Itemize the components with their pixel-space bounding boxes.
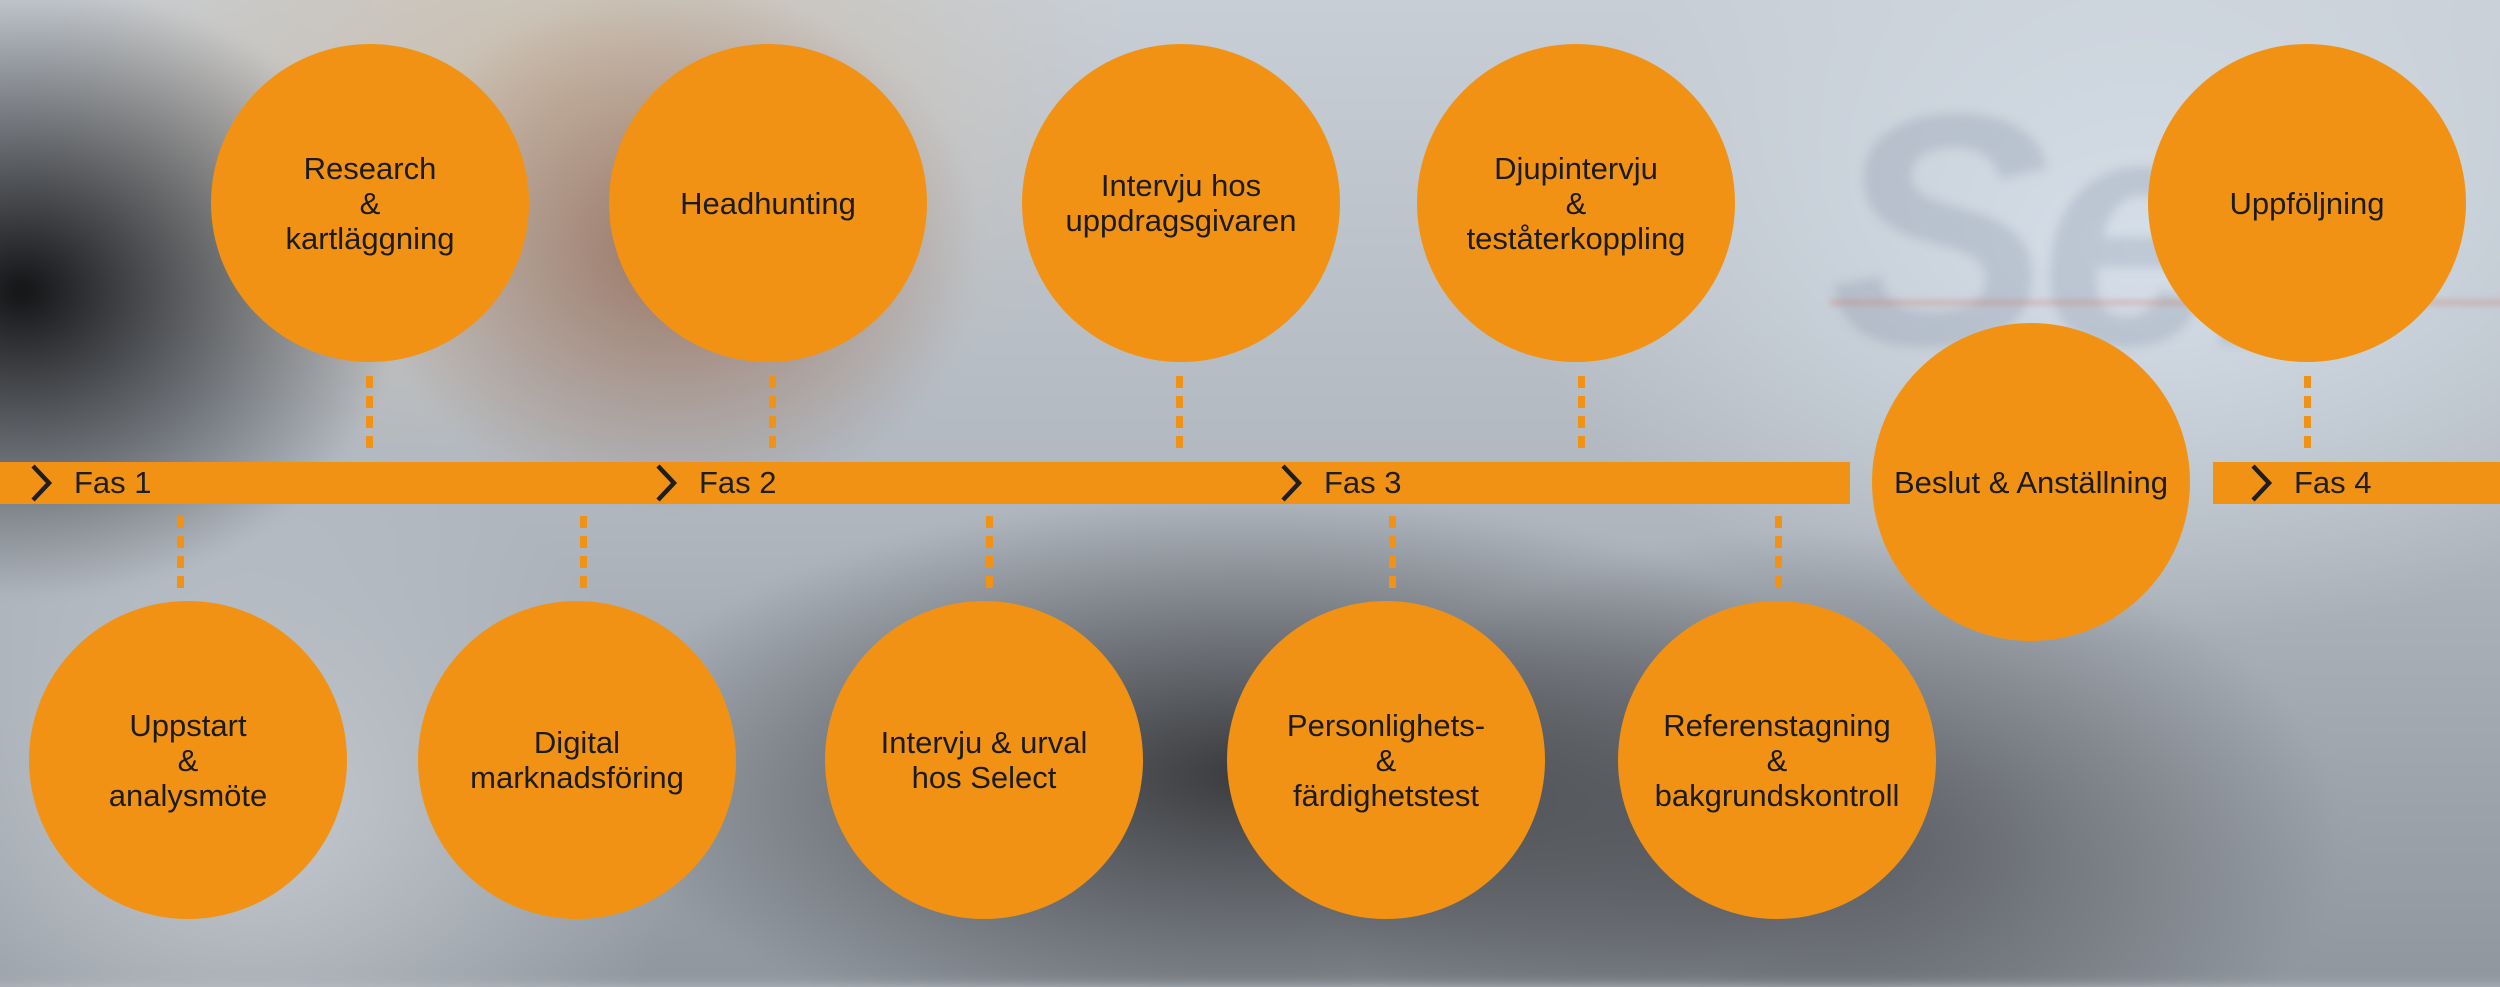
phase-label: Fas 4 [2294, 465, 2372, 500]
phase-label: Fas 1 [74, 465, 152, 500]
connector [1775, 516, 1782, 592]
step-uppfoljning: Uppföljning [2148, 44, 2466, 362]
step-digital-marknadsforing: Digital marknadsföring [418, 601, 736, 919]
timeline-bar-segment-2 [2213, 462, 2500, 504]
phase-fas-2: Fas 2 [653, 462, 777, 504]
step-label: Uppföljning [2229, 185, 2385, 221]
connector [1578, 376, 1585, 448]
connector [1389, 516, 1396, 592]
phase-fas-3: Fas 3 [1278, 462, 1402, 504]
chevron-right-icon [1281, 464, 1303, 502]
step-label: Djupintervju & teståterkoppling [1466, 150, 1686, 256]
connector [2304, 376, 2311, 448]
step-headhunting: Headhunting [609, 44, 927, 362]
connector [177, 516, 184, 592]
step-label: Headhunting [680, 185, 856, 221]
step-referenstagning-bakgrundskontroll: Referenstagning & bakgrundskontroll [1618, 601, 1936, 919]
chevron-right-icon [31, 464, 53, 502]
step-label: Beslut & Anställning [1893, 464, 2168, 500]
step-label: Research & kartläggning [285, 150, 455, 256]
timeline-bar-segment-1 [0, 462, 1850, 504]
step-label: Referenstagning & bakgrundskontroll [1654, 707, 1900, 813]
connector [986, 516, 993, 592]
step-research-kartlaggning: Research & kartläggning [211, 44, 529, 362]
phase-fas-1: Fas 1 [28, 462, 152, 504]
step-beslut-anstallning: Beslut & Anställning [1872, 323, 2190, 641]
step-intervju-uppdragsgivaren: Intervju hos uppdragsgivaren [1022, 44, 1340, 362]
background-accent-line [1830, 300, 2500, 305]
connector [1176, 376, 1183, 448]
phase-label: Fas 3 [1324, 465, 1402, 500]
step-label: Personlighets- & färdighetstest [1286, 707, 1486, 813]
chevron-right-icon [2251, 464, 2273, 502]
step-label: Digital marknadsföring [470, 725, 684, 795]
step-djupintervju-testaterkoppling: Djupintervju & teståterkoppling [1417, 44, 1735, 362]
step-personlighets-fardighetstest: Personlighets- & färdighetstest [1227, 601, 1545, 919]
step-label: Intervju hos uppdragsgivaren [1065, 168, 1297, 238]
step-intervju-urval: Intervju & urval hos Select [825, 601, 1143, 919]
phase-fas-4: Fas 4 [2248, 462, 2372, 504]
step-label: Uppstart & analysmöte [108, 707, 268, 813]
step-uppstart-analysmote: Uppstart & analysmöte [29, 601, 347, 919]
chevron-right-icon [656, 464, 678, 502]
step-label: Intervju & urval hos Select [880, 725, 1088, 795]
phase-label: Fas 2 [699, 465, 777, 500]
connector [769, 376, 776, 448]
connector [366, 376, 373, 448]
connector [580, 516, 587, 592]
